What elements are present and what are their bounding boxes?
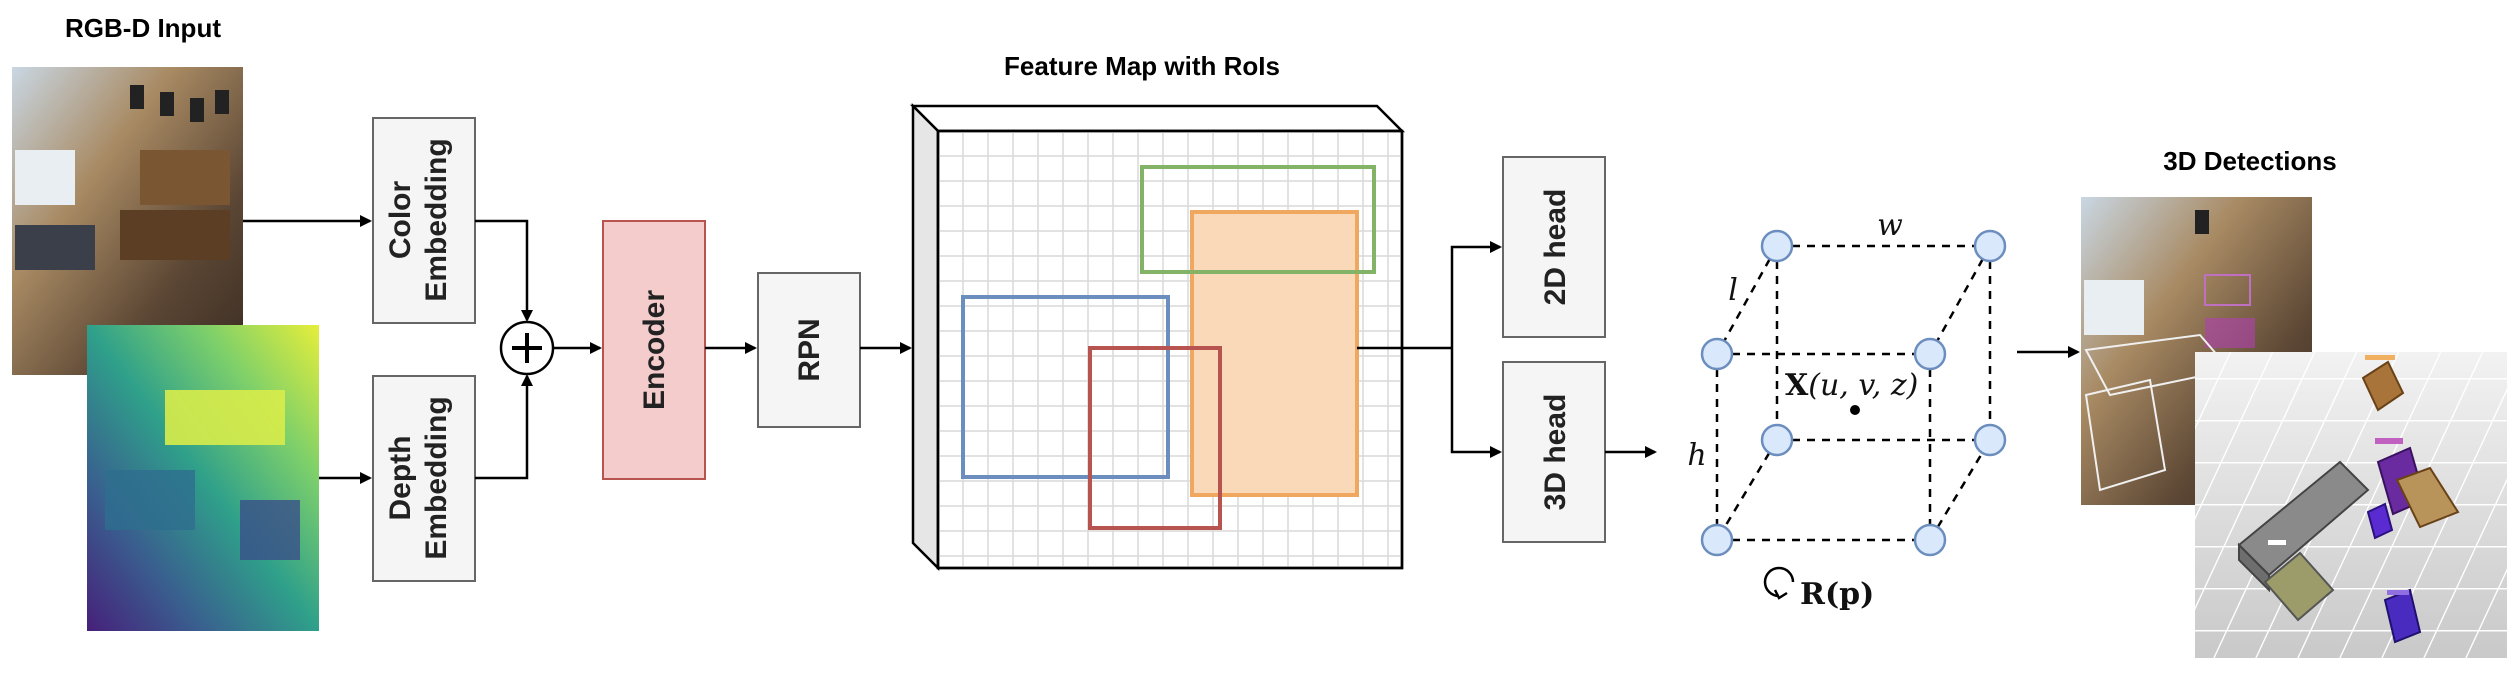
color-embedding-label-1: Color: [384, 181, 417, 260]
head-2d-box: [1502, 156, 1606, 338]
rotation-args: (p): [1825, 577, 1874, 612]
rotation-icon: [1763, 566, 1795, 600]
rotation-symbol: R: [1800, 577, 1826, 612]
roi-blue: [961, 295, 1170, 479]
color-embedding-box: [372, 117, 476, 324]
center-label: X(u, v, z): [1785, 368, 1918, 403]
depth-embedding-label-1: Depth: [384, 436, 417, 521]
center-point: [1850, 405, 1860, 415]
depth-embedding-label-2: Embedding: [420, 396, 453, 559]
depth-embedding-box: [372, 375, 476, 582]
center-args: (u, v, z): [1808, 368, 1918, 403]
cuboid-vertex: [1913, 337, 1947, 371]
roi-red: [1088, 346, 1222, 530]
sum-icon: [499, 320, 555, 376]
feature-map-title: Feature Map with RoIs: [1004, 51, 1280, 81]
arrow-to-2d-head: [1450, 241, 1502, 348]
arrow-depth-to-sum: [475, 374, 533, 480]
encoder-box: [602, 220, 706, 480]
encoder-label: Encoder: [638, 290, 671, 410]
cuboid-vertices: [1700, 229, 2007, 557]
cuboid-vertex: [1973, 229, 2007, 263]
detection-3d-view: [2195, 352, 2507, 658]
cuboid-vertex: [1760, 423, 1794, 457]
center-symbol: X: [1785, 368, 1809, 403]
depth-image: [87, 325, 319, 631]
color-embedding-label-2: Embedding: [420, 138, 453, 301]
roi-orange: [1190, 210, 1359, 497]
arrow-color-to-sum: [475, 219, 533, 322]
dim-l-label: l: [1728, 273, 1738, 308]
cuboid-vertex: [1913, 523, 1947, 557]
rgb-image: [12, 67, 243, 375]
detections-title: 3D Detections: [2163, 146, 2336, 176]
head-2d-label: 2D head: [1539, 189, 1572, 306]
rpn-label: RPN: [793, 318, 826, 381]
cuboid-vertex: [1973, 423, 2007, 457]
dim-h-label: h: [1687, 438, 1706, 473]
cuboid-vertex: [1700, 523, 1734, 557]
arrow-to-3d-head: [1450, 348, 1502, 458]
head-3d-label: 3D head: [1539, 394, 1572, 511]
rotation-label: R(p): [1800, 577, 1874, 612]
cuboid: [1715, 244, 1992, 542]
rpn-box: [757, 272, 861, 428]
cuboid-vertex: [1700, 337, 1734, 371]
cuboid-vertex: [1760, 229, 1794, 263]
dim-w-label: w: [1877, 208, 1903, 243]
roi-green: [1140, 165, 1376, 274]
rgbd-input-title: RGB-D Input: [65, 13, 221, 43]
